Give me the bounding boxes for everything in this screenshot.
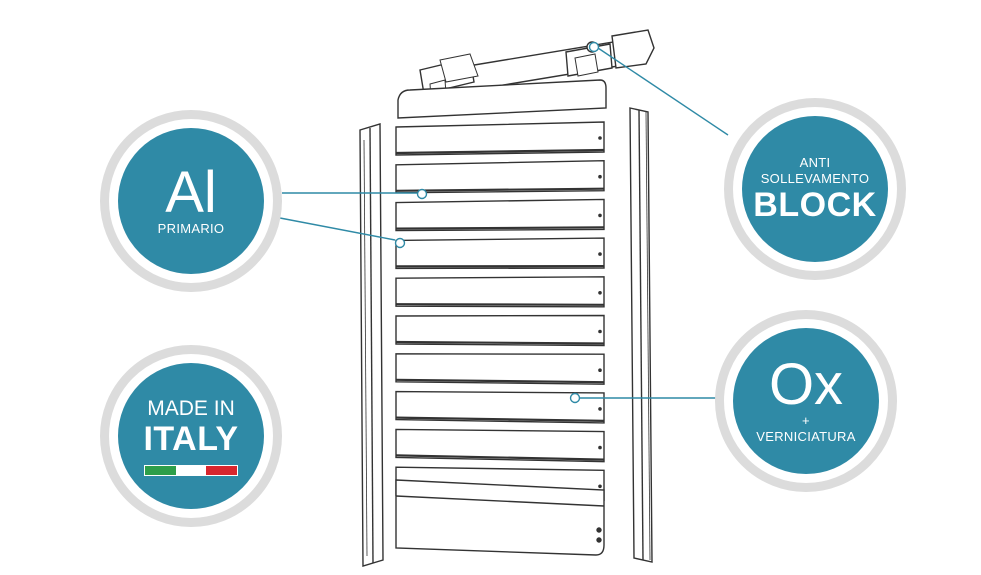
anti-lift-block-badge: ANTI SOLLEVAMENTO BLOCK <box>742 116 888 262</box>
slat-rivet <box>598 484 602 489</box>
aluminium-label: PRIMARIO <box>157 221 225 236</box>
bottom-slat <box>395 479 605 556</box>
italian-flag-icon <box>144 464 238 476</box>
slat-groove <box>395 148 605 155</box>
slat-groove <box>395 454 605 461</box>
slat-groove <box>395 416 605 422</box>
made-in-label: MADE IN <box>147 396 235 420</box>
leader-lines <box>279 41 729 404</box>
slat-groove <box>395 340 605 345</box>
shutter-slat <box>395 353 605 385</box>
block-line-2: SOLLEVAMENTO <box>760 171 870 186</box>
oxide-symbol: Ox <box>768 352 844 417</box>
slat-groove <box>395 378 605 384</box>
oxide-coating-badge: Ox + VERNICIATURA <box>733 328 879 474</box>
badge-ring-block <box>724 98 906 280</box>
left-guide-rail <box>359 123 384 567</box>
shutter-slat <box>395 121 605 156</box>
block-line-1: ANTI <box>799 155 831 170</box>
slat-rivet <box>598 329 602 334</box>
made-in-italy-badge: MADE IN ITALY <box>118 363 264 509</box>
shutter-slat <box>395 390 605 424</box>
aluminium-symbol: Al <box>165 160 217 225</box>
shutter-slat <box>395 428 605 463</box>
right-guide-rail <box>629 107 653 563</box>
badge-ring-oxide <box>715 310 897 492</box>
oxide-plus: + <box>802 413 810 428</box>
slat-rivet <box>598 291 602 295</box>
slat-groove <box>395 226 605 230</box>
slat-rivet <box>598 407 602 411</box>
slat-groove <box>395 187 605 192</box>
top-slat <box>397 79 607 119</box>
shutter-slat <box>395 276 605 308</box>
badge-ring-aluminium <box>100 110 282 292</box>
slat-rivet <box>598 136 602 140</box>
shutter-slats <box>395 121 605 502</box>
block-title: BLOCK <box>753 186 877 224</box>
aluminium-badge: Al PRIMARIO <box>118 128 264 274</box>
italy-label: ITALY <box>143 419 239 458</box>
slat-rivet <box>598 174 602 179</box>
shutter-slat <box>395 159 605 194</box>
slat-groove <box>395 303 605 306</box>
shutter-slat <box>395 314 605 347</box>
slat-rivet <box>598 252 602 256</box>
shutter-slat <box>395 237 605 270</box>
shutter-slat <box>395 198 605 232</box>
slat-rivet <box>598 213 602 218</box>
badge-ring-italy <box>100 345 282 527</box>
slat-rivet <box>598 445 602 450</box>
slat-rivet <box>598 368 602 373</box>
oxide-label: VERNICIATURA <box>756 429 856 444</box>
